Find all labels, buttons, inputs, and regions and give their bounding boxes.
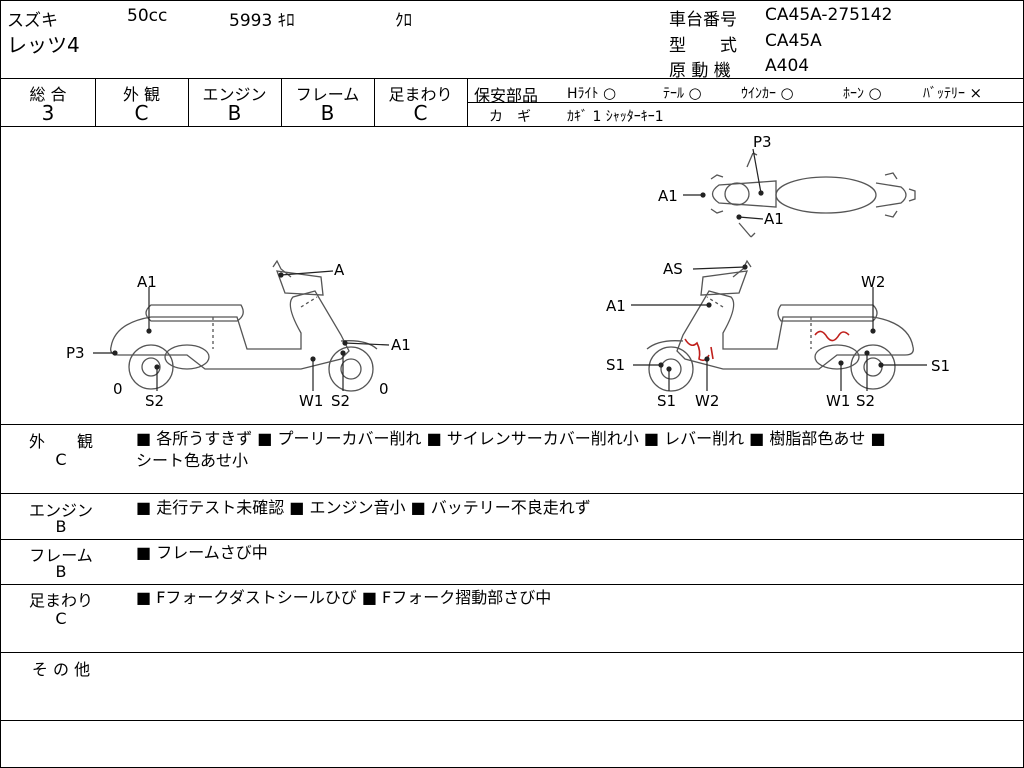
grade-label-engine: エンジン bbox=[202, 85, 267, 104]
maker: スズキ bbox=[7, 11, 58, 31]
safety-item-horn: ﾎｰﾝ ○ bbox=[843, 84, 882, 102]
top-view-scooter bbox=[710, 152, 916, 238]
safety-label: 保安部品 bbox=[474, 86, 539, 105]
note-grade-exterior: C bbox=[55, 450, 67, 469]
frame-no: CA45A-275142 bbox=[765, 5, 893, 25]
right-label-s1-rear: S1 bbox=[931, 357, 950, 375]
left-label-p3: P3 bbox=[66, 344, 85, 362]
note-head-frame: フレーム bbox=[29, 546, 93, 565]
divider bbox=[374, 78, 375, 126]
type-value: CA45A bbox=[765, 31, 822, 51]
right-label-s1-bottom: S1 bbox=[657, 392, 676, 410]
note-head-suspension: 足まわり bbox=[28, 591, 93, 610]
horn-mark: ○ bbox=[868, 84, 882, 102]
grade-label-suspension: 足まわり bbox=[388, 85, 453, 104]
top-label-a1-right: A1 bbox=[764, 210, 784, 228]
model-name: レッツ4 bbox=[7, 33, 80, 57]
note-text-exterior: ■ 各所うすきず ■ プーリーカバー削れ ■ サイレンサーカバー削れ小 ■ レバ… bbox=[136, 429, 886, 448]
note-head-exterior: 外 観 bbox=[28, 432, 93, 451]
mileage-value: 5993 bbox=[229, 11, 273, 31]
mileage: 5993 ｷﾛ bbox=[229, 6, 295, 31]
right-label-as: AS bbox=[663, 260, 683, 278]
note-grade-frame: B bbox=[55, 562, 67, 581]
grade-label-frame: フレーム bbox=[295, 85, 360, 104]
left-label-a: A bbox=[334, 261, 345, 279]
right-label-s1-front: S1 bbox=[606, 356, 625, 374]
divider bbox=[1, 424, 1023, 425]
grade-value-frame: B bbox=[320, 101, 335, 125]
right-label-s2: S2 bbox=[856, 392, 875, 410]
right-label-a1: A1 bbox=[606, 297, 626, 315]
grade-value-engine: B bbox=[227, 101, 242, 125]
safety-item-headlight: Hﾗｲﾄ ○ bbox=[567, 84, 617, 102]
winker-mark: ○ bbox=[780, 84, 794, 102]
grade-value-exterior: C bbox=[134, 101, 149, 125]
key-label: カ ギ bbox=[489, 109, 531, 125]
divider bbox=[1, 126, 1023, 127]
displacement: 50cc bbox=[127, 6, 168, 26]
left-label-a1-seat: A1 bbox=[137, 273, 157, 291]
note-text-exterior-2: シート色あせ小 bbox=[136, 451, 249, 470]
divider bbox=[467, 102, 1023, 103]
divider bbox=[1, 78, 1023, 79]
divider bbox=[1, 720, 1023, 721]
top-label-a1-left: A1 bbox=[658, 187, 678, 205]
mileage-unit: ｷﾛ bbox=[277, 11, 295, 31]
right-label-w1: W1 bbox=[826, 392, 850, 410]
left-view-scooter bbox=[110, 259, 378, 392]
note-head-engine: エンジン bbox=[28, 501, 93, 520]
safety-item-tail: ﾃｰﾙ ○ bbox=[663, 84, 702, 102]
divider bbox=[95, 78, 96, 126]
note-grade-suspension: C bbox=[55, 609, 67, 628]
grade-value-suspension: C bbox=[413, 101, 428, 125]
note-text-suspension: ■ Fフォークダストシールひび ■ Fフォーク摺動部さび中 bbox=[136, 588, 552, 607]
top-label-p3: P3 bbox=[753, 133, 772, 151]
grade-label-total: 総 合 bbox=[29, 85, 67, 104]
damage-marks bbox=[684, 330, 850, 362]
type-label: 型 式 bbox=[669, 36, 737, 56]
divider bbox=[281, 78, 282, 126]
divider bbox=[188, 78, 189, 126]
left-label-s2-rear: S2 bbox=[145, 392, 164, 410]
grade-label-exterior: 外 観 bbox=[122, 85, 161, 104]
grade-value-total: 3 bbox=[41, 101, 55, 125]
safety-item-winker: ｳｲﾝｶｰ ○ bbox=[741, 84, 794, 102]
right-label-w2-bottom: W2 bbox=[695, 392, 719, 410]
divider bbox=[1, 652, 1023, 653]
divider bbox=[1, 584, 1023, 585]
right-label-w2-seat: W2 bbox=[861, 273, 885, 291]
color: ｸﾛ bbox=[395, 11, 412, 31]
tail-mark: ○ bbox=[688, 84, 702, 102]
left-label-w1: W1 bbox=[299, 392, 323, 410]
left-label-a1-front: A1 bbox=[391, 336, 411, 354]
left-label-zero-right: 0 bbox=[379, 380, 389, 398]
left-label-s2-front: S2 bbox=[331, 392, 350, 410]
note-text-frame: ■ フレームさび中 bbox=[136, 543, 268, 562]
battery-mark: × bbox=[969, 84, 983, 102]
left-label-zero-left: 0 bbox=[113, 380, 123, 398]
engine-value: A404 bbox=[765, 56, 810, 76]
safety-item-battery: ﾊﾞｯﾃﾘｰ × bbox=[923, 84, 983, 102]
divider bbox=[1, 493, 1023, 494]
note-head-other: そ の 他 bbox=[31, 660, 91, 679]
key-value: ｶｷﾞ 1 ｼｬｯﾀｰｷｰ1 bbox=[567, 109, 664, 125]
frame-no-label: 車台番号 bbox=[669, 10, 737, 30]
note-grade-engine: B bbox=[55, 517, 67, 536]
divider bbox=[1, 539, 1023, 540]
note-text-engine: ■ 走行テスト未確認 ■ エンジン音小 ■ バッテリー不良走れず bbox=[136, 498, 591, 517]
headlight-mark: ○ bbox=[602, 84, 617, 102]
scooter-diagram: P3 A1 A1 A A1 P3 A1 0 S2 W1 S2 0 AS W2 A… bbox=[66, 133, 950, 410]
engine-label: 原 動 機 bbox=[669, 61, 731, 81]
